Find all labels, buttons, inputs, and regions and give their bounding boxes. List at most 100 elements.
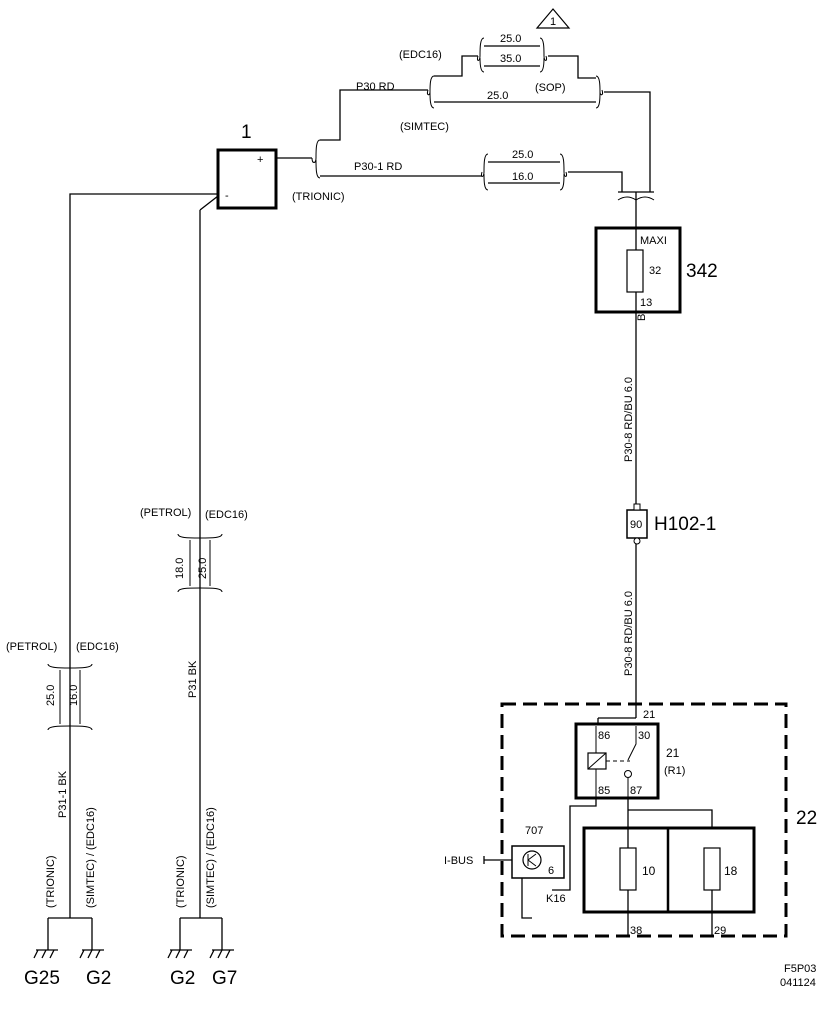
ground-g7: G7 <box>212 968 237 989</box>
brace-sop-lower <box>595 91 601 109</box>
fuse-342-pin-letter: B <box>636 314 648 321</box>
relay-ref: 21 <box>666 746 680 760</box>
warning-triangle: 1 <box>535 8 571 29</box>
ground-split-right <box>179 917 223 950</box>
label-edc16-upper: (EDC16) <box>205 509 248 521</box>
brace-p31-bot <box>177 587 223 593</box>
brace-trionic <box>311 139 321 163</box>
fuse-element-32 <box>626 249 644 293</box>
battery-plus: + <box>257 154 263 166</box>
label-simtec-edc16-left: (SIMTEC) / (EDC16) <box>85 807 97 908</box>
brace-edc-right-lower <box>539 57 545 73</box>
label-p30-1: P30-1 RD <box>354 161 402 173</box>
ground-split-left <box>47 917 93 950</box>
merge-hook <box>617 196 655 201</box>
size-trionic-b: 16.0 <box>512 171 533 183</box>
label-trionic-left: (TRIONIC) <box>45 855 57 908</box>
relay-p30: 30 <box>638 730 650 742</box>
label-trionic-right: (TRIONIC) <box>175 855 187 908</box>
ground-symbol-g25 <box>33 949 58 959</box>
fuse-10[interactable] <box>619 847 637 891</box>
ground-symbol-g2-right <box>167 949 192 959</box>
size-edc-b: 35.0 <box>500 53 521 65</box>
label-p30-8-bot: P30-8 RD/BU 6.0 <box>623 591 635 676</box>
ground-g2-right: G2 <box>170 968 195 989</box>
relay-top-pin: 21 <box>643 709 655 721</box>
relay-p85: 85 <box>598 785 610 797</box>
brace-p30 <box>426 75 435 96</box>
brace-sop <box>595 75 604 96</box>
label-simtec: (SIMTEC) <box>400 121 449 133</box>
battery-1[interactable]: + - 1 <box>216 122 278 210</box>
size-p31-1-a: 25.0 <box>45 685 57 706</box>
brace-trionic-right-lower <box>559 173 565 191</box>
wire-p30 <box>320 89 428 141</box>
size-p31-a: 18.0 <box>174 558 186 579</box>
fuse-b-label: 18 <box>724 864 738 878</box>
module-ref: 707 <box>525 825 543 837</box>
brace-p31-top <box>177 533 223 539</box>
transistor-symbol <box>527 853 537 867</box>
brace-edc-left-lower <box>479 57 485 73</box>
brace-trionic-left <box>480 153 489 177</box>
footer-code: F5P03 <box>784 963 816 975</box>
relay-internal-wires <box>595 726 629 798</box>
brace-trionic-lower <box>315 159 321 179</box>
fuse-out-b: 29 <box>714 925 726 937</box>
fuse-18[interactable] <box>703 847 721 891</box>
fuse-342-pin: 13 <box>640 297 652 309</box>
ibus-label: I-BUS <box>444 855 473 867</box>
wire-edc-out <box>548 55 596 79</box>
label-edc16-lower: (EDC16) <box>76 641 119 653</box>
fusebox-22[interactable]: 22 <box>500 702 817 938</box>
brace-p31-1-top <box>47 663 93 669</box>
relay-p87: 87 <box>630 785 642 797</box>
fuse-342-number: 32 <box>649 265 661 277</box>
wire-trionic-out <box>568 171 623 192</box>
p31-1-size-wires <box>59 670 81 724</box>
label-edc16-top: (EDC16) <box>399 49 442 61</box>
footer-date: 041124 <box>780 977 816 989</box>
fusebox-ref: 22 <box>796 808 817 829</box>
fuse-block[interactable]: 10 18 <box>582 826 756 936</box>
label-sop: (SOP) <box>535 82 566 94</box>
size-p31-1-b: 16.0 <box>68 685 80 706</box>
wire-ground-p31 <box>199 195 219 918</box>
label-trionic-top: (TRIONIC) <box>292 191 345 203</box>
connector-pin: 90 <box>630 519 642 531</box>
ground-symbol-g7 <box>209 949 234 959</box>
warning-number: 1 <box>550 16 556 28</box>
brace-edc-right <box>539 37 548 61</box>
label-simtec-edc16-right: (SIMTEC) / (EDC16) <box>205 807 217 908</box>
label-p31: P31 BK <box>187 660 199 698</box>
label-p30: P30 RD <box>356 81 395 93</box>
battery-ref: 1 <box>241 122 252 143</box>
module-707[interactable]: 707 6 K16 <box>511 825 566 905</box>
wire-ground-main <box>69 193 218 918</box>
brace-edc-left <box>476 37 485 61</box>
ground-g2-left: G2 <box>86 968 111 989</box>
size-edc-a: 25.0 <box>500 33 521 45</box>
ground-g25: G25 <box>24 968 60 989</box>
wire-edc16 <box>434 55 478 77</box>
size-trionic-a: 25.0 <box>512 149 533 161</box>
ground-symbol-g2-left <box>79 949 104 959</box>
wire-707-ground <box>521 878 532 919</box>
wire-sop-down <box>604 91 651 192</box>
module-label: K16 <box>546 893 566 905</box>
relay-sub: (R1) <box>664 765 685 777</box>
fuse-out-a: 38 <box>630 925 642 937</box>
brace-p31-1-bot <box>47 725 93 731</box>
relay-switch <box>627 726 637 761</box>
brace-trionic-right <box>559 153 568 177</box>
maxi-fuse-342[interactable]: MAXI 32 13 342 <box>594 226 718 314</box>
connector-h102-1[interactable]: 90 H102-1 <box>626 503 716 545</box>
relay-21[interactable]: 21 86 30 85 87 21 (R1) <box>574 709 685 800</box>
label-petrol-upper: (PETROL) <box>140 507 191 519</box>
brace-trionic-left-lower <box>483 173 489 191</box>
fuse-342-label: MAXI <box>640 235 667 247</box>
battery-minus: - <box>225 190 229 202</box>
label-p30-8-top: P30-8 RD/BU 6.0 <box>623 377 635 462</box>
relay-coil-slash <box>587 752 607 770</box>
